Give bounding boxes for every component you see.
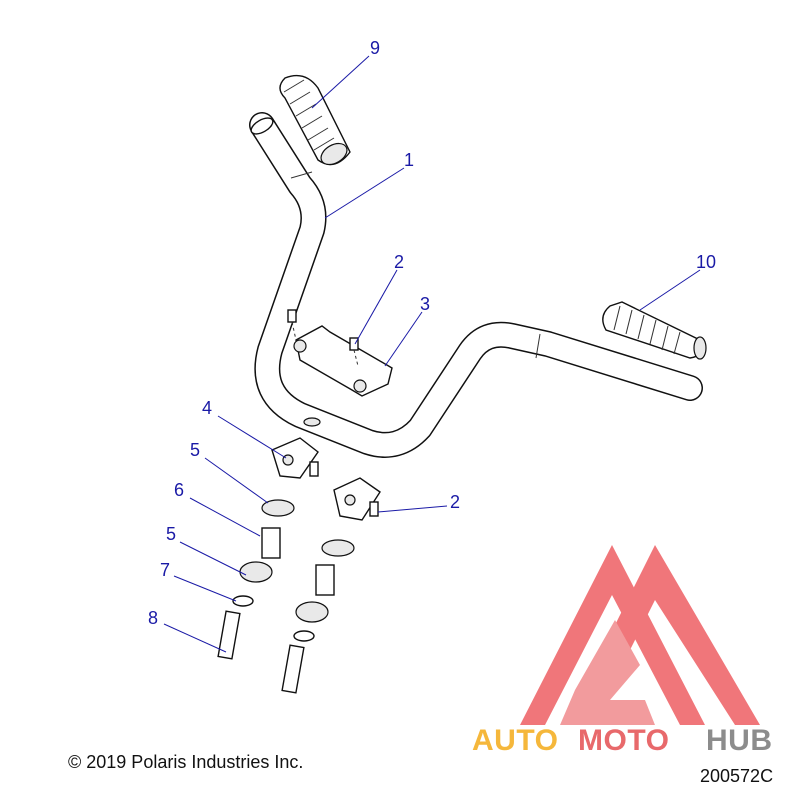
callout-8: 8 (148, 608, 158, 628)
right-riser (281, 477, 381, 694)
callout-7: 7 (160, 560, 170, 580)
callout-6: 6 (174, 480, 184, 500)
copyright-notice: © 2019 Polaris Industries Inc. (68, 752, 304, 772)
right-grip (602, 301, 707, 360)
upper-clamp (287, 309, 393, 397)
drawing-number: 200572C (700, 766, 774, 786)
left-grip (279, 74, 351, 166)
callout-10: 10 (696, 252, 716, 272)
callout-2-lower: 2 (450, 492, 460, 512)
left-riser (217, 437, 319, 660)
watermark-hub: HUB (706, 724, 773, 757)
callout-9: 9 (370, 38, 380, 58)
handlebar (249, 112, 703, 458)
callout-1: 1 (404, 150, 414, 170)
watermark-auto: AUTO (472, 724, 558, 757)
callout-2-upper: 2 (394, 252, 404, 272)
watermark-text: AUTO MOTO HUB (472, 724, 773, 757)
watermark-moto: MOTO (578, 724, 669, 757)
callout-4: 4 (202, 398, 212, 418)
callout-5-upper: 5 (190, 440, 200, 460)
watermark-emblem (520, 545, 760, 725)
callout-3: 3 (420, 294, 430, 314)
callout-5-lower: 5 (166, 524, 176, 544)
callout-labels: 9 1 10 2 3 4 5 6 5 2 7 8 (148, 38, 716, 628)
leader-lines (163, 55, 701, 653)
